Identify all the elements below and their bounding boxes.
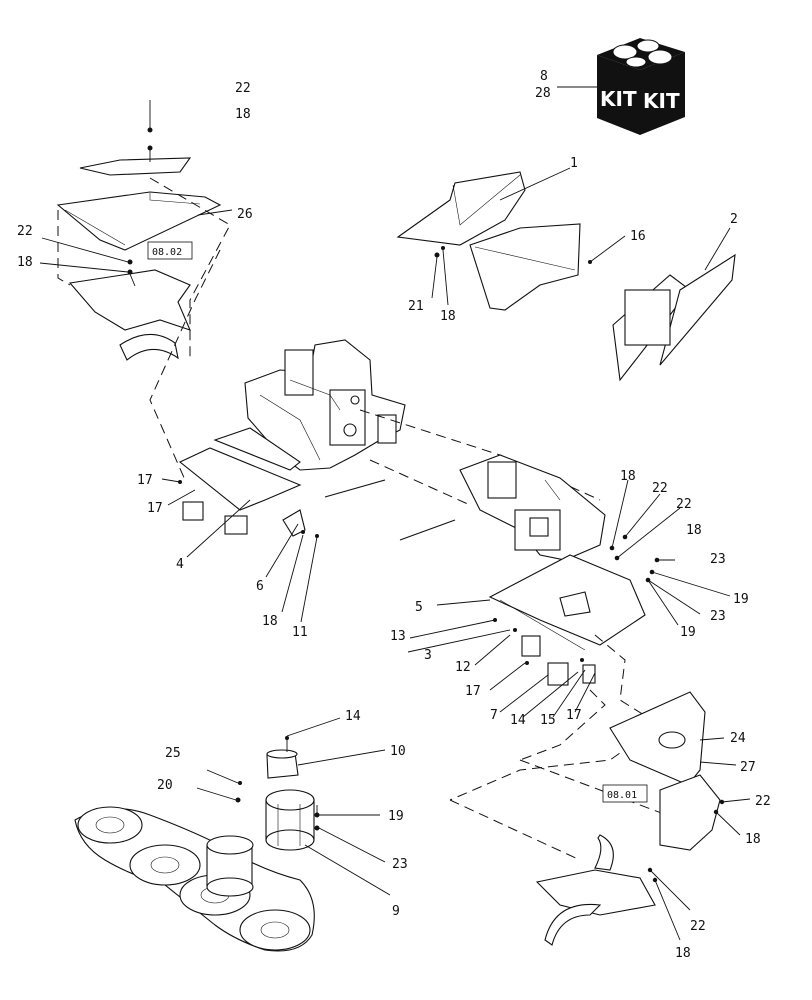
callout-20: 20 <box>157 778 173 793</box>
kit-box-icon: KIT KIT <box>597 38 685 135</box>
callout-5: 5 <box>415 600 423 615</box>
part-7-block <box>521 635 541 657</box>
callout-22: 22 <box>17 224 33 239</box>
callout-6: 6 <box>256 579 264 594</box>
callout-18: 18 <box>620 469 636 484</box>
callout-19: 19 <box>388 809 404 824</box>
callout-17: 17 <box>147 501 163 516</box>
part-6-bracket <box>282 509 306 537</box>
callout-11: 11 <box>292 625 308 640</box>
callout-23: 23 <box>710 552 726 567</box>
callout-16: 16 <box>630 229 646 244</box>
callout-18: 18 <box>17 255 33 270</box>
part-16-panel <box>469 223 581 311</box>
callout-18: 18 <box>235 107 251 122</box>
callout-22: 22 <box>755 794 771 809</box>
callout-14: 14 <box>510 713 526 728</box>
callout-18: 18 <box>440 309 456 324</box>
part-drum-lower <box>206 835 254 897</box>
callout-3: 3 <box>424 648 432 663</box>
callout-22: 22 <box>235 81 251 96</box>
callout-8: 8 <box>540 69 548 84</box>
callout-17: 17 <box>566 708 582 723</box>
callout-22: 22 <box>676 497 692 512</box>
callout-27: 27 <box>740 760 756 775</box>
part-4-guard <box>178 427 302 535</box>
part-9-drum <box>265 789 315 851</box>
part-1-shield <box>396 171 526 246</box>
callout-19: 19 <box>733 592 749 607</box>
callout-4: 4 <box>176 557 184 572</box>
ref-08-01: 08.01 <box>607 790 637 801</box>
callout-23: 23 <box>710 609 726 624</box>
part-15-block <box>582 664 596 684</box>
callout-23: 23 <box>392 857 408 872</box>
part-26-top-cover <box>56 191 222 251</box>
callout-25: 25 <box>165 746 181 761</box>
callout-22: 22 <box>652 481 668 496</box>
callout-1: 1 <box>570 156 578 171</box>
callout-17: 17 <box>465 684 481 699</box>
callout-2: 2 <box>730 212 738 227</box>
callout-18: 18 <box>262 614 278 629</box>
part-centre-frame <box>244 339 406 471</box>
callout-17: 17 <box>137 473 153 488</box>
part-right-frame <box>459 454 606 561</box>
kit-label-right: KIT <box>643 89 680 113</box>
part-5-panel <box>488 554 646 651</box>
callout-15: 15 <box>540 713 556 728</box>
callout-26: 26 <box>237 207 253 222</box>
kit-label-left: KIT <box>600 87 637 111</box>
callout-9: 9 <box>392 904 400 919</box>
callout-13: 13 <box>390 629 406 644</box>
callout-19: 19 <box>680 625 696 640</box>
ref-box-08-01: 08.01 <box>602 784 648 803</box>
part-27-cover <box>659 774 721 851</box>
part-24-plate <box>609 691 706 786</box>
ref-08-02: 08.02 <box>152 247 182 258</box>
callout-18: 18 <box>745 832 761 847</box>
part-rod <box>324 479 456 541</box>
callout-10: 10 <box>390 744 406 759</box>
ref-box-08-02: 08.02 <box>147 241 193 260</box>
part-lower-shield <box>535 834 656 946</box>
part-10-ring <box>266 749 299 779</box>
callout-18: 18 <box>675 946 691 961</box>
callout-21: 21 <box>408 299 424 314</box>
part-shield-left <box>68 269 191 361</box>
callout-12: 12 <box>455 660 471 675</box>
callout-22: 22 <box>690 919 706 934</box>
part-7-block-b <box>547 662 569 686</box>
part-top-strip <box>79 157 192 176</box>
callout-14: 14 <box>345 709 361 724</box>
callout-28: 28 <box>535 86 551 101</box>
callout-7: 7 <box>490 708 498 723</box>
part-2-bracket <box>612 253 736 382</box>
callout-24: 24 <box>730 731 746 746</box>
callout-18: 18 <box>686 523 702 538</box>
